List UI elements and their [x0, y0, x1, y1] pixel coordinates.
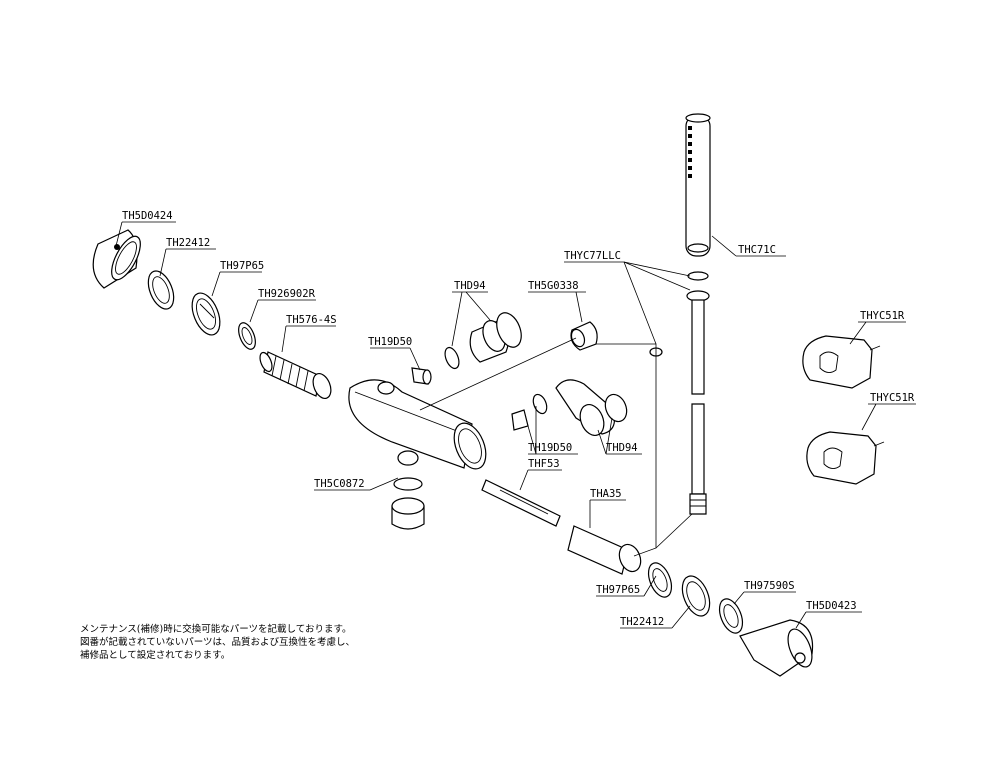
- part-cartridge-tha35: [567, 525, 642, 575]
- label-th22412-bottom: TH22412: [620, 616, 664, 628]
- part-ring-th97p65-bottom: [647, 562, 673, 598]
- label-th5g0338: TH5G0338: [528, 280, 579, 292]
- part-fitting-th19d50-bottom: [511, 393, 548, 431]
- leader-lines: [115, 221, 916, 629]
- part-spout-th5c0872: [391, 477, 425, 530]
- part-oring-th926902r: [238, 322, 256, 350]
- label-th926902r: TH926902R: [258, 288, 316, 300]
- part-right-handle-th5d0423: [739, 619, 814, 677]
- part-valve-thd94-bottom: [555, 379, 628, 436]
- label-th576-4s: TH576-4S: [286, 314, 337, 326]
- label-th5d0424: TH5D0424: [122, 210, 173, 222]
- part-valve-thd94-top: [469, 312, 522, 363]
- label-th22412-top: TH22412: [166, 237, 210, 249]
- part-cartridge-th576-4s: [259, 351, 332, 400]
- label-thyc77llc: THYC77LLC: [564, 250, 621, 262]
- label-thd94-bottom: THD94: [606, 442, 638, 454]
- part-hook-thyc51r-top: [802, 335, 881, 389]
- note-line-1: メンテナンス(補修)時に交換可能なパーツを記載しております。: [80, 624, 352, 635]
- label-thyc51r-bottom: THYC51R: [870, 392, 915, 404]
- part-mixer-body: [348, 379, 487, 470]
- note-line-2: 図番が記載されていないパーツは、品質および互換性を考慮し、: [80, 637, 356, 648]
- part-ring-th22412-top: [147, 270, 175, 310]
- part-elbow-th5g0338: [570, 321, 598, 351]
- label-th97p65-bottom: TH97P65: [596, 584, 640, 596]
- part-ring-th97p65-top: [191, 292, 221, 336]
- label-thd94-top: THD94: [454, 280, 486, 292]
- label-th19d50-top: TH19D50: [368, 336, 412, 348]
- label-thyc51r-top: THYC51R: [860, 310, 905, 322]
- part-shaft-thf53: [481, 479, 561, 527]
- label-th97p65-top: TH97P65: [220, 260, 264, 272]
- maintenance-note: メンテナンス(補修)時に交換可能なパーツを記載しております。 図番が記載されてい…: [80, 623, 440, 662]
- part-left-handle-cap: [92, 229, 141, 289]
- label-thc71c: THC71C: [738, 244, 776, 256]
- part-ring-th97590s: [718, 598, 744, 634]
- assembly-center-lines: [419, 337, 693, 557]
- part-shower-head-thc71c: [685, 113, 711, 257]
- part-ring-th22412-bottom: [681, 575, 711, 617]
- part-labels: TH5D0424 TH22412 TH97P65 TH926902R TH576…: [122, 210, 915, 628]
- label-th97590s: TH97590S: [744, 580, 795, 592]
- part-fitting-th19d50-top: [411, 346, 460, 385]
- label-th5c0872: TH5C0872: [314, 478, 365, 490]
- part-shower-hose-thyc77llc: [649, 271, 710, 515]
- note-line-3: 補修品として設定されております。: [80, 650, 231, 661]
- label-th5d0423: TH5D0423: [806, 600, 857, 612]
- label-tha35: THA35: [590, 488, 622, 500]
- part-hook-thyc51r-bottom: [806, 431, 885, 485]
- label-thf53: THF53: [528, 458, 560, 470]
- label-th19d50-bottom: TH19D50: [528, 442, 572, 454]
